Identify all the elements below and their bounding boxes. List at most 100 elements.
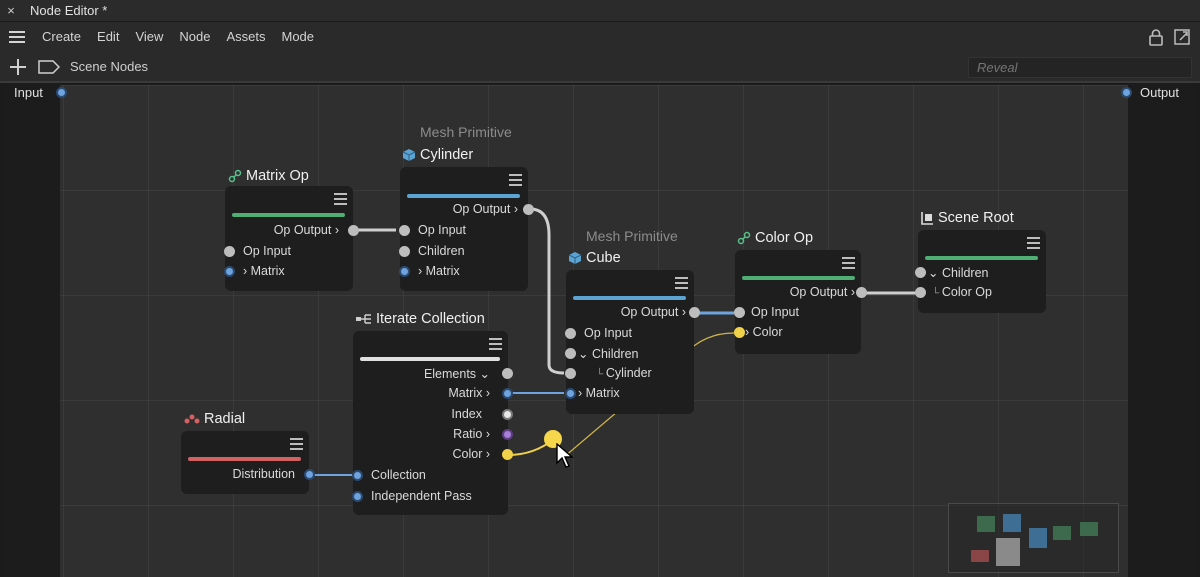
port-index[interactable] bbox=[502, 409, 513, 420]
port-matrix[interactable] bbox=[565, 388, 576, 399]
minimap-node bbox=[1080, 522, 1098, 536]
menu-assets[interactable]: Assets bbox=[226, 29, 266, 44]
port-children[interactable] bbox=[915, 267, 926, 278]
cube-title: Cube bbox=[568, 250, 621, 266]
port-label-color-op: └ Color Op bbox=[932, 285, 992, 299]
color-op-title: Color Op bbox=[737, 230, 813, 246]
node-menu-icon[interactable] bbox=[334, 193, 347, 205]
port-color[interactable] bbox=[734, 327, 745, 338]
port-op-output[interactable] bbox=[689, 307, 700, 318]
mouse-cursor-icon bbox=[556, 443, 574, 468]
port-op-input[interactable] bbox=[399, 225, 410, 236]
hamburger-menu-icon[interactable] bbox=[0, 22, 34, 52]
cylinder-subtitle: Mesh Primitive bbox=[420, 124, 512, 140]
scene-root-title: Scene Root bbox=[920, 210, 1014, 226]
input-port[interactable] bbox=[56, 87, 67, 98]
port-op-output[interactable] bbox=[856, 287, 867, 298]
reveal-search-input[interactable] bbox=[968, 57, 1192, 78]
menu-edit[interactable]: Edit bbox=[97, 29, 120, 44]
minimap-node bbox=[1003, 514, 1021, 532]
minimap-node bbox=[971, 550, 989, 562]
scene-root-icon bbox=[921, 212, 933, 225]
menu-create[interactable]: Create bbox=[42, 29, 82, 44]
port-label-op-output: Op Output › bbox=[789, 285, 855, 299]
port-label-op-output: Op Output › bbox=[452, 202, 518, 216]
node-canvas[interactable]: Input Output Matrix Op Op Output › Op In… bbox=[4, 85, 1196, 577]
port-label-distribution: Distribution bbox=[232, 467, 295, 481]
port-label-matrix: › Matrix bbox=[578, 386, 620, 400]
port-collection[interactable] bbox=[352, 470, 363, 481]
node-color-bar bbox=[742, 276, 855, 280]
port-matrix[interactable] bbox=[502, 388, 513, 399]
port-independent-pass[interactable] bbox=[352, 491, 363, 502]
port-label-color: Color › bbox=[452, 447, 490, 461]
port-op-output[interactable] bbox=[348, 225, 359, 236]
port-ratio[interactable] bbox=[502, 429, 513, 440]
menu-node[interactable]: Node bbox=[179, 29, 211, 44]
cube-icon bbox=[402, 149, 416, 161]
expand-icon[interactable] bbox=[1174, 28, 1190, 46]
input-label: Input bbox=[14, 85, 43, 100]
minimap[interactable] bbox=[948, 503, 1119, 573]
iterate-collection-node[interactable]: Elements ⌄ Matrix › Index Ratio › Color … bbox=[352, 331, 513, 515]
port-label-op-input: Op Input bbox=[243, 244, 291, 258]
scene-root-node[interactable]: ⌄ Children └ Color Op bbox=[915, 230, 1046, 313]
node-menu-icon[interactable] bbox=[509, 174, 522, 186]
port-label-op-output: Op Output › bbox=[620, 305, 686, 319]
output-panel bbox=[1128, 85, 1196, 577]
output-port[interactable] bbox=[1121, 87, 1132, 98]
cube-node[interactable]: Op Output › Op Input ⌄ Children └ Cylind… bbox=[565, 270, 700, 414]
port-matrix[interactable] bbox=[224, 266, 235, 277]
port-label-children: ⌄ Children bbox=[578, 347, 639, 361]
port-children[interactable] bbox=[565, 348, 576, 359]
port-label-op-input: Op Input bbox=[584, 326, 632, 340]
close-icon[interactable]: × bbox=[7, 3, 15, 18]
port-color-op[interactable] bbox=[915, 287, 926, 298]
port-op-output[interactable] bbox=[523, 204, 534, 215]
node-color-bar bbox=[360, 357, 500, 361]
port-label-independent-pass: Independent Pass bbox=[371, 489, 472, 503]
minimap-node bbox=[1029, 528, 1047, 548]
output-label: Output bbox=[1140, 85, 1180, 100]
color-op-node[interactable]: Op Output › Op Input › Color bbox=[734, 250, 867, 354]
add-icon[interactable] bbox=[0, 51, 36, 82]
port-label-elements: Elements ⌄ bbox=[423, 367, 490, 381]
node-color-bar bbox=[188, 457, 301, 461]
node-menu-icon[interactable] bbox=[675, 277, 688, 289]
port-distribution[interactable] bbox=[304, 469, 315, 480]
op-icon bbox=[228, 169, 242, 183]
radial-icon bbox=[184, 414, 200, 424]
port-op-input[interactable] bbox=[734, 307, 745, 318]
port-label-collection: Collection bbox=[371, 468, 426, 482]
radial-node[interactable]: Distribution bbox=[181, 431, 315, 494]
port-op-input[interactable] bbox=[565, 328, 576, 339]
port-elements[interactable] bbox=[502, 368, 513, 379]
node-menu-icon[interactable] bbox=[489, 338, 502, 350]
cylinder-node[interactable]: Op Output › Op Input Children › Matrix bbox=[399, 167, 534, 291]
port-label-children: ⌄ Children bbox=[928, 266, 989, 280]
port-label-ratio: Ratio › bbox=[453, 427, 490, 441]
port-op-input[interactable] bbox=[224, 246, 235, 257]
radial-title: Radial bbox=[184, 411, 245, 427]
tag-icon[interactable] bbox=[36, 51, 62, 82]
port-children[interactable] bbox=[399, 246, 410, 257]
node-menu-icon[interactable] bbox=[1027, 237, 1040, 249]
matrix-op-node[interactable]: Op Output › Op Input › Matrix bbox=[224, 186, 359, 291]
lock-icon[interactable] bbox=[1148, 28, 1164, 46]
port-label-matrix: Matrix › bbox=[448, 386, 490, 400]
menu-mode[interactable]: Mode bbox=[281, 29, 315, 44]
port-label-matrix: › Matrix bbox=[243, 264, 285, 278]
cube-icon bbox=[568, 252, 582, 264]
port-matrix[interactable] bbox=[399, 266, 410, 277]
menu-view[interactable]: View bbox=[135, 29, 164, 44]
port-label-children: Children bbox=[418, 244, 465, 258]
port-label-op-output: Op Output › bbox=[273, 223, 339, 237]
node-menu-icon[interactable] bbox=[842, 257, 855, 269]
port-cylinder[interactable] bbox=[565, 368, 576, 379]
node-menu-icon[interactable] bbox=[290, 438, 303, 450]
port-color[interactable] bbox=[502, 449, 513, 460]
wire-cylinder-cube bbox=[529, 207, 565, 375]
matrix-op-title: Matrix Op bbox=[228, 168, 309, 184]
breadcrumb-scene-nodes[interactable]: Scene Nodes bbox=[70, 59, 149, 74]
input-panel bbox=[4, 85, 60, 577]
